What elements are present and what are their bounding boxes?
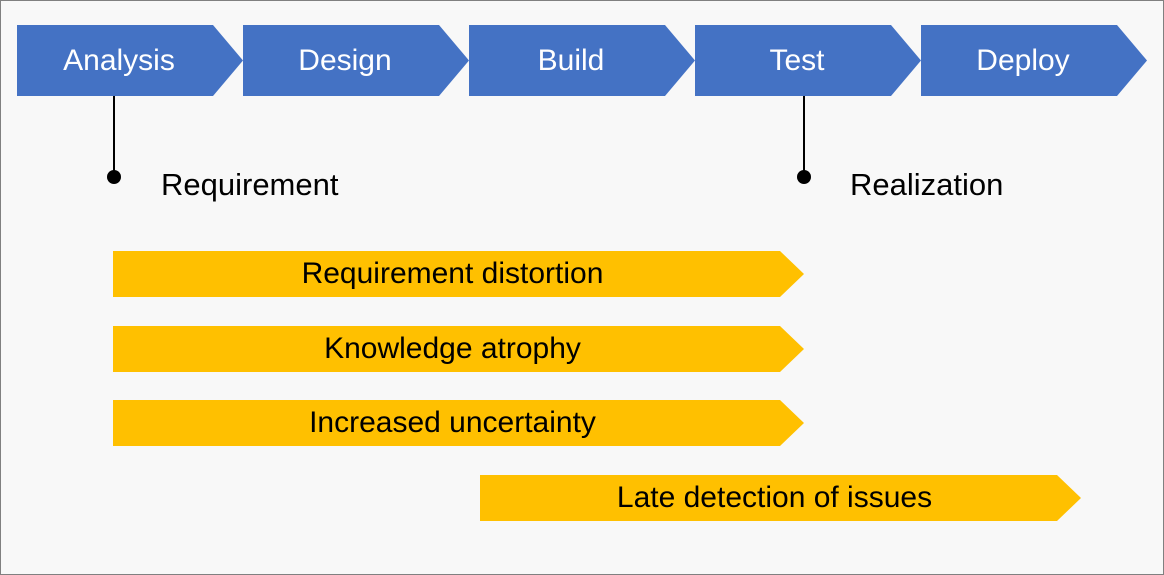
stage-arrow-analysis: Analysis xyxy=(17,25,243,96)
callout-dot-realization xyxy=(797,170,811,184)
issue-bar-requirement-distortion: Requirement distortion xyxy=(113,251,804,297)
callout-label-requirement: Requirement xyxy=(161,167,339,202)
stage-arrow-test: Test xyxy=(695,25,921,96)
stage-arrow-build: Build xyxy=(469,25,695,96)
issue-label-increased-uncertainty: Increased uncertainty xyxy=(309,406,596,439)
callout-connector-line-requirement xyxy=(113,96,115,177)
issue-bar-increased-uncertainty: Increased uncertainty xyxy=(113,400,804,446)
stage-label-build: Build xyxy=(537,43,605,77)
issue-label-knowledge-atrophy: Knowledge atrophy xyxy=(324,332,581,365)
issue-bar-late-detection: Late detection of issues xyxy=(480,475,1081,521)
issue-bar-knowledge-atrophy: Knowledge atrophy xyxy=(113,326,804,372)
stage-label-design: Design xyxy=(298,43,392,77)
callout-connector-line-realization xyxy=(803,96,805,177)
stage-arrow-deploy: Deploy xyxy=(921,25,1147,96)
stage-label-analysis: Analysis xyxy=(63,43,175,77)
stage-label-test: Test xyxy=(769,43,825,77)
callout-label-realization: Realization xyxy=(850,167,1004,202)
callout-dot-requirement xyxy=(107,170,121,184)
issue-label-late-detection: Late detection of issues xyxy=(616,481,933,514)
stage-arrow-design: Design xyxy=(243,25,469,96)
issue-label-requirement-distortion: Requirement distortion xyxy=(301,257,604,290)
stage-label-deploy: Deploy xyxy=(976,43,1070,77)
